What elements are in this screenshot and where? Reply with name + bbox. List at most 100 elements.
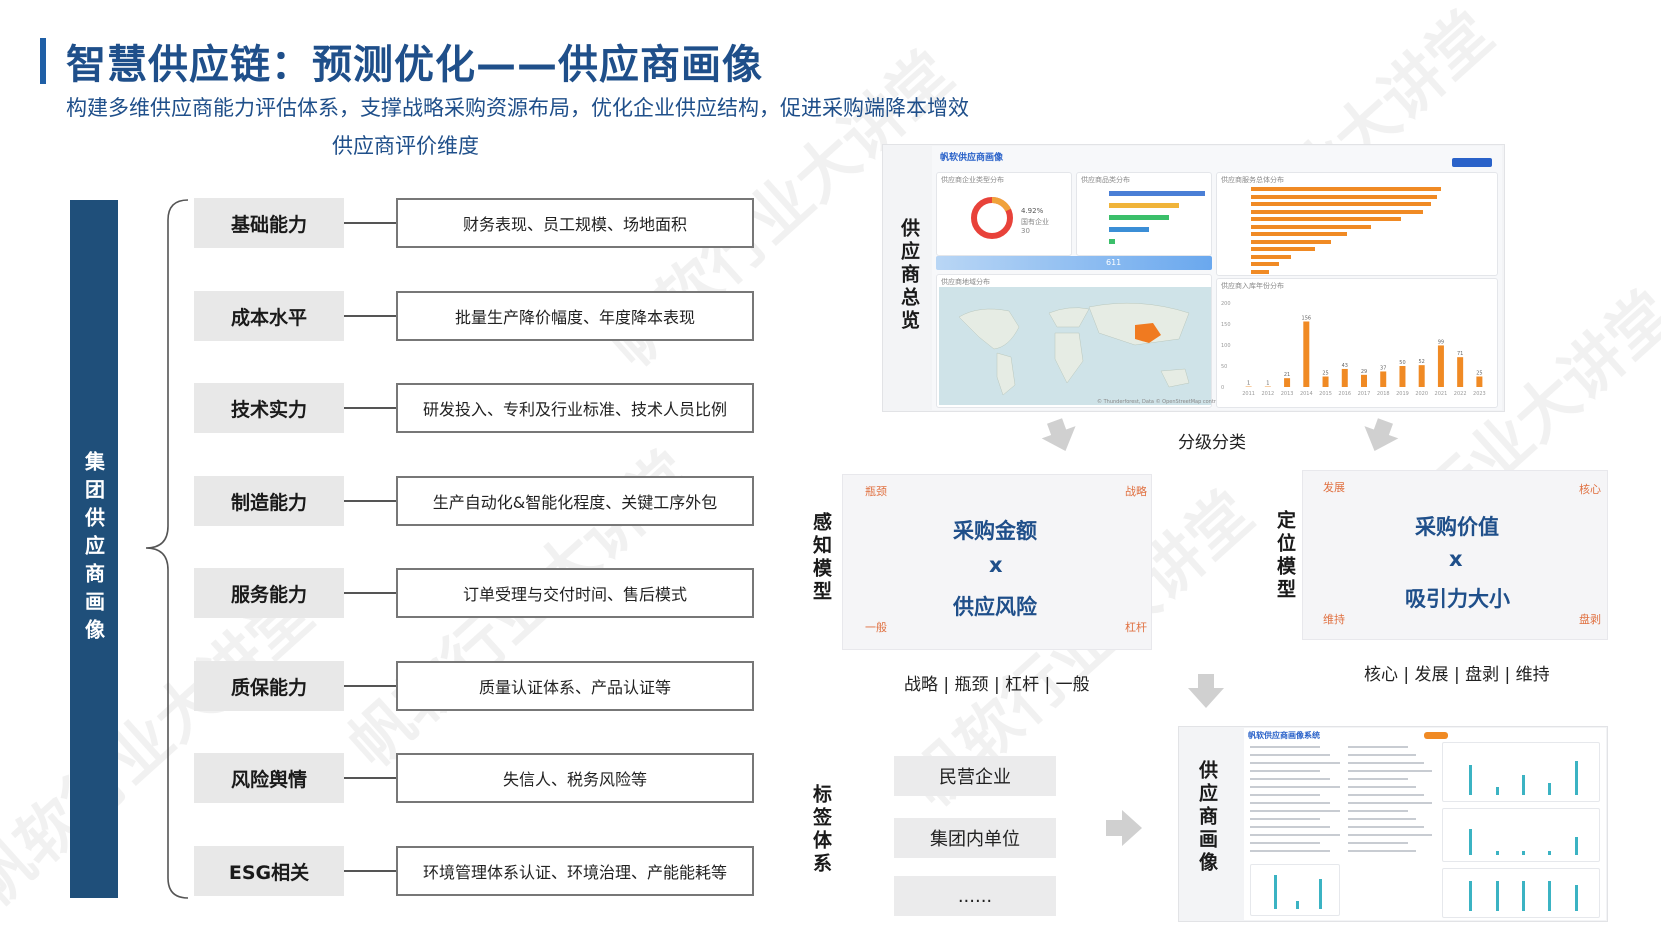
dimension-label: 基础能力 [194,198,344,248]
service-bar [1251,239,1331,244]
year-bar [1341,368,1348,387]
matrix-axis-1: 采购金额 [953,519,1037,543]
year-bar-value: 52 [1419,359,1425,365]
page-subtitle: 构建多维供应商能力评估体系，支撑战略采购资源布局，优化企业供应结构，促进采购端降… [66,96,969,120]
card-title: 供应商企业类型分布 [941,176,1004,184]
portrait-bar [1575,837,1578,855]
info-line [1348,850,1416,852]
category-bar [1109,215,1169,220]
matrix-axis-1: 采购价值 [1415,515,1499,539]
service-bar [1251,194,1437,199]
perception-label: 感知模型 [810,512,832,604]
info-line [1348,818,1416,820]
portrait-brand: 帆软供应商画像系统 [1248,731,1320,740]
portrait-bar [1548,783,1551,795]
year-bar-value: 71 [1457,351,1463,357]
year-bar-value: 25 [1476,371,1482,377]
info-line [1348,810,1408,812]
service-bar [1251,232,1347,236]
year-bar-value: 43 [1342,363,1348,369]
overview-label: 供应商总览 [898,218,920,333]
info-line [1250,794,1320,796]
card-title: 供应商品类分布 [1081,176,1130,184]
total-count-value: 611 [1106,258,1122,267]
dimension-description: 订单受理与交付时间、售后模式 [396,568,754,618]
service-distribution-card: 供应商服务总体分布 [1216,172,1498,276]
portrait-bar [1296,901,1299,909]
dimension-connector [344,407,396,409]
left-bar-label: 集团供应商画像 [81,451,106,647]
year-bar-value: 99 [1438,339,1444,345]
year-bar-value: 156 [1302,315,1312,321]
enterprise-type-card: 供应商企业类型分布 4.92% 国有企业 30 [936,172,1072,256]
map-attribution: © Thunderforest, Data © OpenStreetMap co… [1097,399,1234,405]
portrait-bar [1319,879,1322,909]
y-tick-label: 200 [1221,301,1231,307]
service-bar [1251,224,1371,229]
classify-label: 分级分类 [1178,433,1246,453]
corner-maintain: 维持 [1323,613,1345,626]
donut-value: 4.92% [1021,207,1044,215]
year-label: 2023 [1473,391,1486,397]
year-label: 2017 [1358,391,1371,397]
region-distribution-card: 供应商地域分布 © Thunderforest, Data © OpenStre… [936,274,1233,408]
service-bar [1251,209,1423,214]
portrait-tab-active[interactable] [1424,732,1448,739]
info-line [1348,746,1408,748]
year-label: 2012 [1261,391,1274,397]
year-label: 2011 [1242,391,1255,397]
overview-dashboard: 帆软供应商画像 供应商企业类型分布 4.92% 国有企业 30 供应商品类分布 … [932,146,1502,410]
service-bar [1251,217,1401,221]
y-tick-label: 0 [1221,385,1224,391]
dimension-connector [344,500,396,502]
info-line [1348,770,1432,772]
info-line [1250,826,1330,828]
tag-more: ...... [894,876,1056,916]
portrait-label: 供应商画像 [1196,760,1218,875]
matrix-axis-2: 吸引力大小 [1405,587,1510,611]
year-bar [1476,376,1483,387]
info-line [1250,850,1330,852]
portrait-chart-card [1442,808,1600,862]
query-button[interactable] [1452,158,1492,167]
info-line [1250,810,1340,812]
portrait-bar [1469,881,1472,911]
tag-group-internal: 集团内单位 [894,818,1056,858]
year-bar-value: 21 [1284,372,1290,378]
info-line [1348,842,1408,844]
info-line [1250,786,1340,788]
positioning-caption: 核心 | 发展 | 盘剥 | 维持 [1364,665,1550,685]
service-bar [1251,262,1279,266]
info-line [1348,754,1416,756]
year-bar [1418,365,1425,387]
corner-leverage: 杠杆 [1125,621,1147,634]
year-bar-value: 29 [1361,369,1367,375]
category-bar [1109,239,1115,244]
year-label: 2018 [1377,391,1390,397]
donut-count: 30 [1021,227,1030,235]
info-line [1348,826,1424,828]
portrait-chart-card [1250,864,1340,916]
tag-private-enterprise: 民营企业 [894,756,1056,796]
info-line [1250,762,1340,764]
info-line [1348,778,1408,780]
service-bar [1251,187,1441,191]
dimension-connector [344,222,396,224]
portrait-bar [1469,765,1472,795]
dimension-label: 成本水平 [194,291,344,341]
dimension-section-title: 供应商评价维度 [332,134,479,158]
portrait-bar [1575,885,1578,911]
year-label: 2020 [1415,391,1428,397]
dimension-description: 研发投入、专利及行业标准、技术人员比例 [396,383,754,433]
portrait-dashboard: 帆软供应商画像系统 [1244,728,1606,920]
corner-core: 核心 [1579,483,1601,496]
portrait-chart-card [1442,868,1600,918]
corner-strategic: 战略 [1125,485,1147,498]
y-tick-label: 100 [1221,343,1231,349]
info-line [1348,802,1432,804]
service-bar [1251,254,1291,259]
corner-general: 一般 [865,621,887,634]
info-line [1250,834,1340,836]
year-bar [1361,374,1367,387]
